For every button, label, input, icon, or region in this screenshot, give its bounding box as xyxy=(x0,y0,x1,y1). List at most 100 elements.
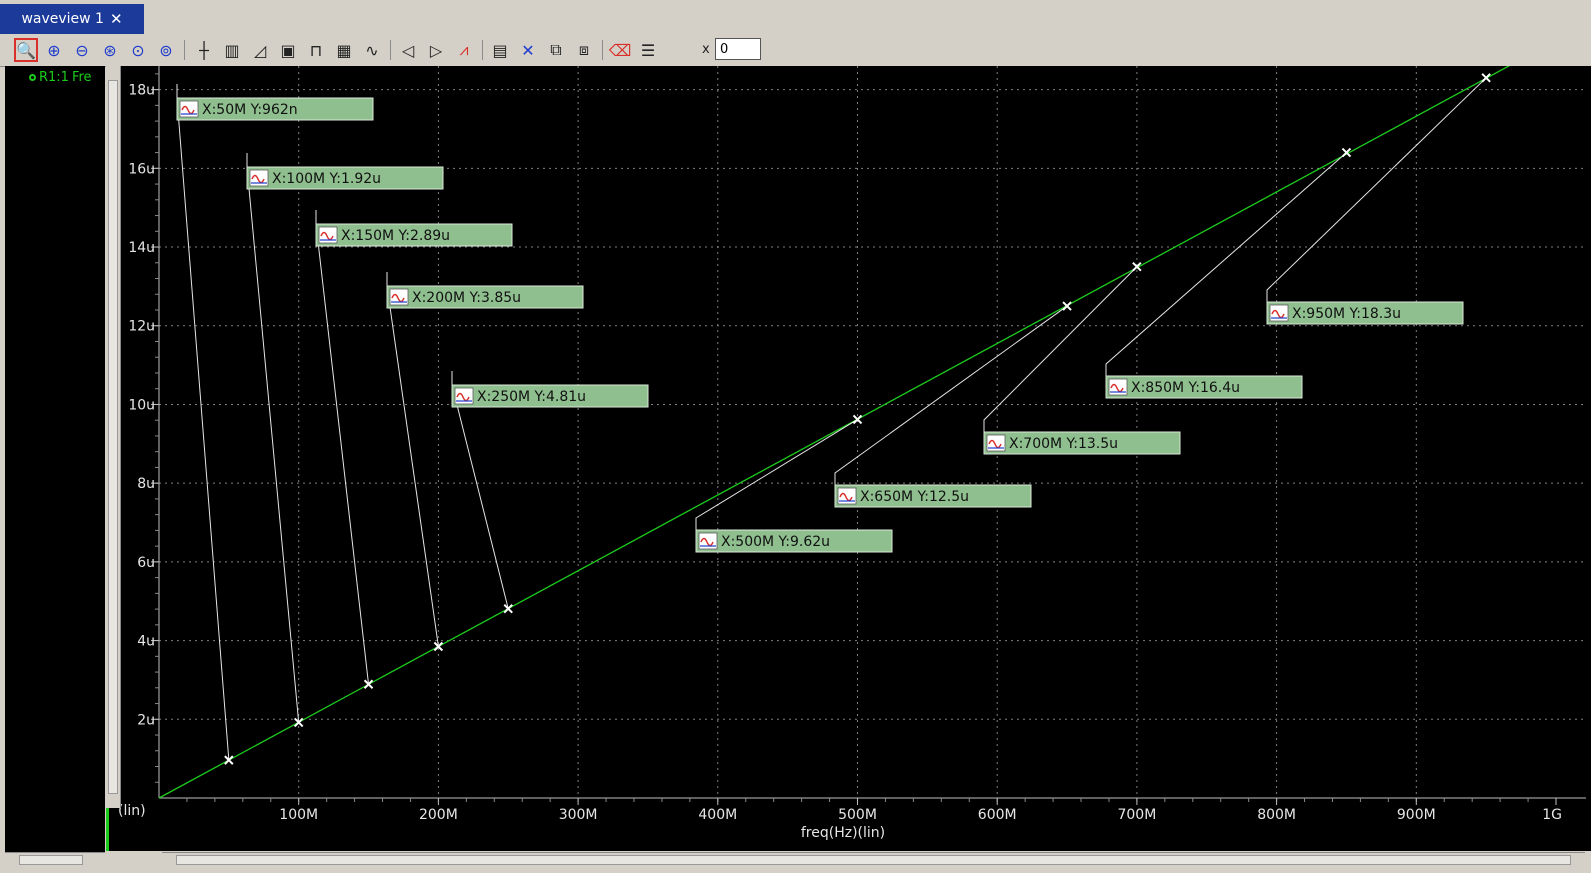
zoom-in-icon[interactable]: ⊕ xyxy=(47,40,61,60)
signal-item[interactable]: R1:1 Fre xyxy=(29,70,92,85)
x-tick-label: 700M xyxy=(1117,807,1156,823)
y-tick-label: 8u xyxy=(137,476,155,492)
marker-label: X:500M Y:9.62u xyxy=(721,534,830,550)
waveform-icon xyxy=(454,387,474,405)
paste-icon[interactable]: ⧈ xyxy=(578,40,590,59)
x-value-input[interactable] xyxy=(715,38,761,60)
y-tick-label: 10u xyxy=(128,397,155,413)
marker-cross xyxy=(852,414,863,425)
marker-cross xyxy=(1062,301,1072,311)
vertical-scrollbar[interactable] xyxy=(106,66,121,808)
marker-label-box xyxy=(1266,301,1464,325)
signal-panel-scrollbar[interactable] xyxy=(5,852,105,867)
list-settings-icon[interactable]: ☰ xyxy=(640,40,656,60)
marker-label-box xyxy=(176,97,374,121)
waveform-icon xyxy=(1269,304,1289,322)
marker-label-box xyxy=(451,384,649,408)
marker: X:650M Y:12.5u xyxy=(834,301,1072,508)
signal-name-suffix: Fre xyxy=(71,70,92,85)
pulse-measure-icon[interactable]: ⊓ xyxy=(309,40,323,60)
y-tick-label: 6u xyxy=(137,555,155,571)
cursor-cross-icon[interactable]: ┼ xyxy=(199,40,209,60)
marker-label: X:50M Y:962n xyxy=(202,102,298,118)
vertical-cursors-icon[interactable]: ▥ xyxy=(224,40,240,60)
delete-marker-icon[interactable]: ✕ xyxy=(521,40,535,60)
waveform-icon xyxy=(249,169,269,187)
marker-cross xyxy=(1132,262,1142,272)
tab-waveview[interactable]: waveview 1 ✕ xyxy=(0,4,144,34)
x-scale-label: (lin) xyxy=(118,803,146,819)
waveform-icon-curve xyxy=(988,439,1002,449)
marker-label-box xyxy=(386,285,584,309)
zoom-out-icon[interactable]: ⊖ xyxy=(75,40,89,60)
marker-label-box xyxy=(834,484,1032,508)
marker-cross xyxy=(503,603,513,614)
marker-label: X:700M Y:13.5u xyxy=(1009,436,1118,452)
marker: X:700M Y:13.5u xyxy=(983,262,1181,455)
annotation-icon[interactable]: ▣ xyxy=(280,40,296,60)
marker-label: X:100M Y:1.92u xyxy=(272,171,381,187)
marker-label: X:200M Y:3.85u xyxy=(412,290,521,306)
waveform-icon-curve xyxy=(839,492,853,502)
marker-label-box xyxy=(315,223,513,247)
marker-label-box xyxy=(246,166,444,190)
zoom-select-icon[interactable]: 🔍 xyxy=(14,38,38,62)
waveform-icon-curve xyxy=(1110,383,1124,393)
toolbar-separator xyxy=(482,40,483,60)
waveform-measure-icon[interactable]: ∿ xyxy=(365,40,379,60)
x-tick-label: 800M xyxy=(1257,807,1296,823)
marker-cross xyxy=(1481,73,1491,83)
marker-label-box xyxy=(695,529,893,553)
waveform-icon-curve xyxy=(181,105,195,115)
tab-bar: waveview 1 ✕ xyxy=(0,0,1591,35)
zoom-fit-icon[interactable]: ⊛ xyxy=(103,40,117,60)
y-tick-label: 12u xyxy=(128,319,155,335)
marker-cross xyxy=(224,755,234,765)
signal-visible-icon[interactable] xyxy=(29,74,36,81)
zoom-fit-x-icon[interactable]: ⊙ xyxy=(131,40,145,60)
x-tick-label: 1G xyxy=(1542,807,1562,823)
previous-icon[interactable]: ◁ xyxy=(401,40,415,60)
tab-title: waveview 1 xyxy=(21,11,104,27)
toolbar-separator xyxy=(184,40,185,60)
horizontal-scrollbar[interactable] xyxy=(162,852,1585,867)
panel-icon[interactable]: ▤ xyxy=(492,40,508,60)
edge-search-icon[interactable]: ⩘ xyxy=(459,40,469,59)
marker-label-box xyxy=(1105,375,1303,399)
scroll-thumb[interactable] xyxy=(108,80,118,794)
marker: X:850M Y:16.4u xyxy=(1105,147,1352,399)
waveform-icon-curve xyxy=(1271,309,1285,319)
waveform-icon-curve xyxy=(251,174,265,184)
marker-label: X:250M Y:4.81u xyxy=(477,389,586,405)
copy-icon[interactable]: ⧉ xyxy=(550,40,562,59)
scroll-thumb[interactable] xyxy=(19,855,83,865)
next-icon[interactable]: ▷ xyxy=(429,40,443,60)
y-tick-label: 18u xyxy=(128,83,155,99)
marker: X:100M Y:1.92u xyxy=(246,153,444,728)
marker: X:250M Y:4.81u xyxy=(451,371,649,614)
marker-label: X:150M Y:2.89u xyxy=(341,228,450,244)
marker-cross xyxy=(433,641,444,652)
zoom-fit-y-icon[interactable]: ⊚ xyxy=(159,40,173,60)
scroll-thumb[interactable] xyxy=(176,855,1571,865)
x-tick-label: 500M xyxy=(838,807,877,823)
signal-list-panel: R1:1 Fre xyxy=(5,66,105,856)
toolbar-separator xyxy=(390,40,391,60)
x-value-label: x xyxy=(702,42,710,57)
marker: X:50M Y:962n xyxy=(176,84,374,765)
eraser-icon[interactable]: ⌫ xyxy=(608,40,632,60)
marker-label: X:850M Y:16.4u xyxy=(1131,380,1240,396)
grid-toggle-icon[interactable]: ▦ xyxy=(336,40,352,60)
waveform-icon xyxy=(389,288,409,306)
toolbar: 🔍 ⊕ ⊖ ⊛ ⊙ ⊚ ┼ ▥ ◿ ▣ ⊓ ▦ ∿ ◁ ▷ ⩘ ▤ ✕ ⧉ ⧈ … xyxy=(0,34,1591,67)
close-icon[interactable]: ✕ xyxy=(109,10,123,28)
y-tick-label: 2u xyxy=(137,712,155,728)
marker-label: X:950M Y:18.3u xyxy=(1292,306,1401,322)
marker: X:950M Y:18.3u xyxy=(1266,73,1491,325)
toolbar-separator xyxy=(602,40,603,60)
delta-measure-icon[interactable]: ◿ xyxy=(253,40,267,60)
